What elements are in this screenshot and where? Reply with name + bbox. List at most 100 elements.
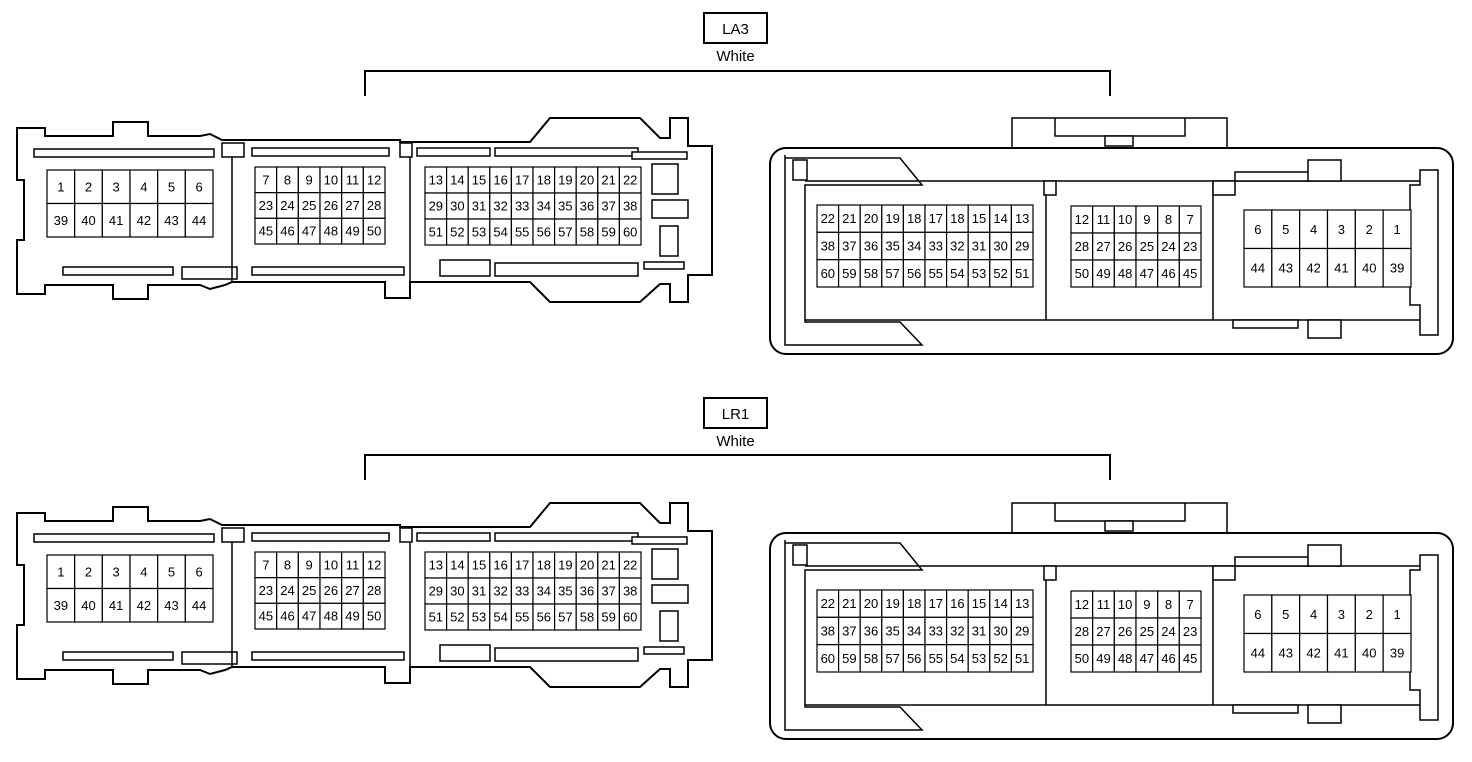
connector-id-label: LR1: [722, 406, 750, 423]
male-pin-number: 37: [601, 584, 615, 599]
female-pin-number: 15: [972, 211, 986, 226]
female-pin-cell: [1243, 632, 1273, 673]
male-pin-cell: [184, 554, 214, 590]
female-pin-number: 37: [842, 624, 856, 639]
female-pin-number: 34: [907, 624, 921, 639]
male-pin-number: 38: [623, 584, 637, 599]
male-pin-number: 40: [81, 598, 95, 613]
male-pin-number: 56: [537, 225, 551, 240]
female-pin-number: 6: [1254, 607, 1261, 622]
female-connector-housing: [769, 502, 1454, 740]
male-pin-cell: [101, 202, 131, 238]
female-pin-cell: [1299, 632, 1329, 673]
female-pin-number: 46: [1161, 651, 1175, 666]
male-pin-number: 7: [262, 172, 269, 187]
male-pin-cell: [129, 554, 159, 590]
female-pin-cell: [1010, 259, 1034, 288]
male-pin-number: 29: [429, 199, 443, 214]
male-pin-number: 50: [367, 224, 381, 239]
female-pin-number: 7: [1187, 597, 1194, 612]
male-pin-number: 44: [192, 598, 206, 613]
male-pin-number: 53: [472, 610, 486, 625]
female-pin-number: 25: [1140, 624, 1154, 639]
male-pin-cell: [74, 202, 103, 238]
female-pin-cell: [1382, 209, 1412, 250]
male-pin-number: 16: [493, 173, 507, 188]
female-pin-number: 32: [950, 239, 964, 254]
female-pin-cell: [1382, 247, 1412, 288]
male-pin-number: 32: [493, 584, 507, 599]
male-pin-number: 55: [515, 225, 529, 240]
female-pin-number: 20: [864, 596, 878, 611]
female-pin-number: 55: [929, 651, 943, 666]
male-pin-number: 24: [280, 198, 294, 213]
male-pin-number: 40: [81, 213, 95, 228]
female-pin-number: 51: [1015, 651, 1029, 666]
male-pin-number: 34: [537, 584, 551, 599]
male-pin-number: 58: [580, 610, 594, 625]
male-pin-number: 15: [472, 173, 486, 188]
female-pin-cell: [1178, 259, 1202, 288]
female-pin-number: 10: [1118, 212, 1132, 227]
female-pin-number: 51: [1015, 266, 1029, 281]
male-pin-number: 6: [196, 179, 203, 194]
female-pin-number: 16: [950, 596, 964, 611]
female-pin-number: 49: [1096, 651, 1110, 666]
female-pin-cell: [1243, 247, 1273, 288]
male-pin-number: 25: [302, 198, 316, 213]
female-pin-cell: [1326, 632, 1356, 673]
female-pin-cell: [1326, 594, 1356, 635]
male-pin-number: 49: [345, 224, 359, 239]
male-pin-number: 12: [367, 172, 381, 187]
male-pin-number: 18: [537, 558, 551, 573]
female-pin-number: 29: [1015, 239, 1029, 254]
female-pin-number: 58: [864, 266, 878, 281]
female-pin-number: 10: [1118, 597, 1132, 612]
female-pin-number: 48: [1118, 266, 1132, 281]
male-pin-number: 41: [109, 213, 123, 228]
female-pin-number: 59: [842, 651, 856, 666]
female-pin-number: 18: [907, 211, 921, 226]
female-pin-number: 5: [1282, 222, 1289, 237]
female-pin-number: 58: [864, 651, 878, 666]
male-pin-number: 2: [85, 179, 92, 194]
male-pin-number: 29: [429, 584, 443, 599]
female-pin-number: 11: [1097, 212, 1111, 227]
male-pin-number: 3: [113, 179, 120, 194]
connector-color-label: White: [716, 433, 754, 450]
female-pin-cell: [1326, 247, 1356, 288]
female-pin-number: 30: [993, 624, 1007, 639]
female-pin-number: 59: [842, 266, 856, 281]
male-pin-cell: [46, 554, 76, 590]
male-pin-number: 56: [537, 610, 551, 625]
male-pin-number: 34: [537, 199, 551, 214]
male-pin-number: 21: [601, 558, 615, 573]
female-pin-number: 22: [821, 596, 835, 611]
female-pin-number: 36: [864, 624, 878, 639]
male-pin-number: 30: [450, 584, 464, 599]
male-pin-cell: [101, 587, 131, 623]
male-connector-housing: [16, 117, 713, 303]
male-pin-cell: [184, 202, 214, 238]
female-pin-cell: [1010, 644, 1034, 673]
male-pin-number: 60: [623, 610, 637, 625]
female-pin-number: 13: [1015, 596, 1029, 611]
connector-la3: LA3 White: [16, 12, 1454, 355]
male-pin-number: 54: [493, 225, 507, 240]
female-pin-number: 33: [929, 239, 943, 254]
male-pin-number: 50: [367, 609, 381, 624]
female-pin-number: 57: [885, 651, 899, 666]
male-pin-number: 47: [302, 609, 316, 624]
male-pin-number: 4: [140, 179, 147, 194]
male-pin-number: 35: [558, 584, 572, 599]
male-pin-number: 22: [623, 558, 637, 573]
female-pin-number: 23: [1183, 239, 1197, 254]
male-pin-number: 19: [558, 173, 572, 188]
male-pin-cell: [157, 587, 186, 623]
male-pin-cell: [362, 602, 386, 630]
female-pin-number: 21: [842, 596, 856, 611]
female-pin-number: 20: [864, 211, 878, 226]
male-pin-number: 7: [262, 557, 269, 572]
male-pin-number: 51: [429, 610, 443, 625]
